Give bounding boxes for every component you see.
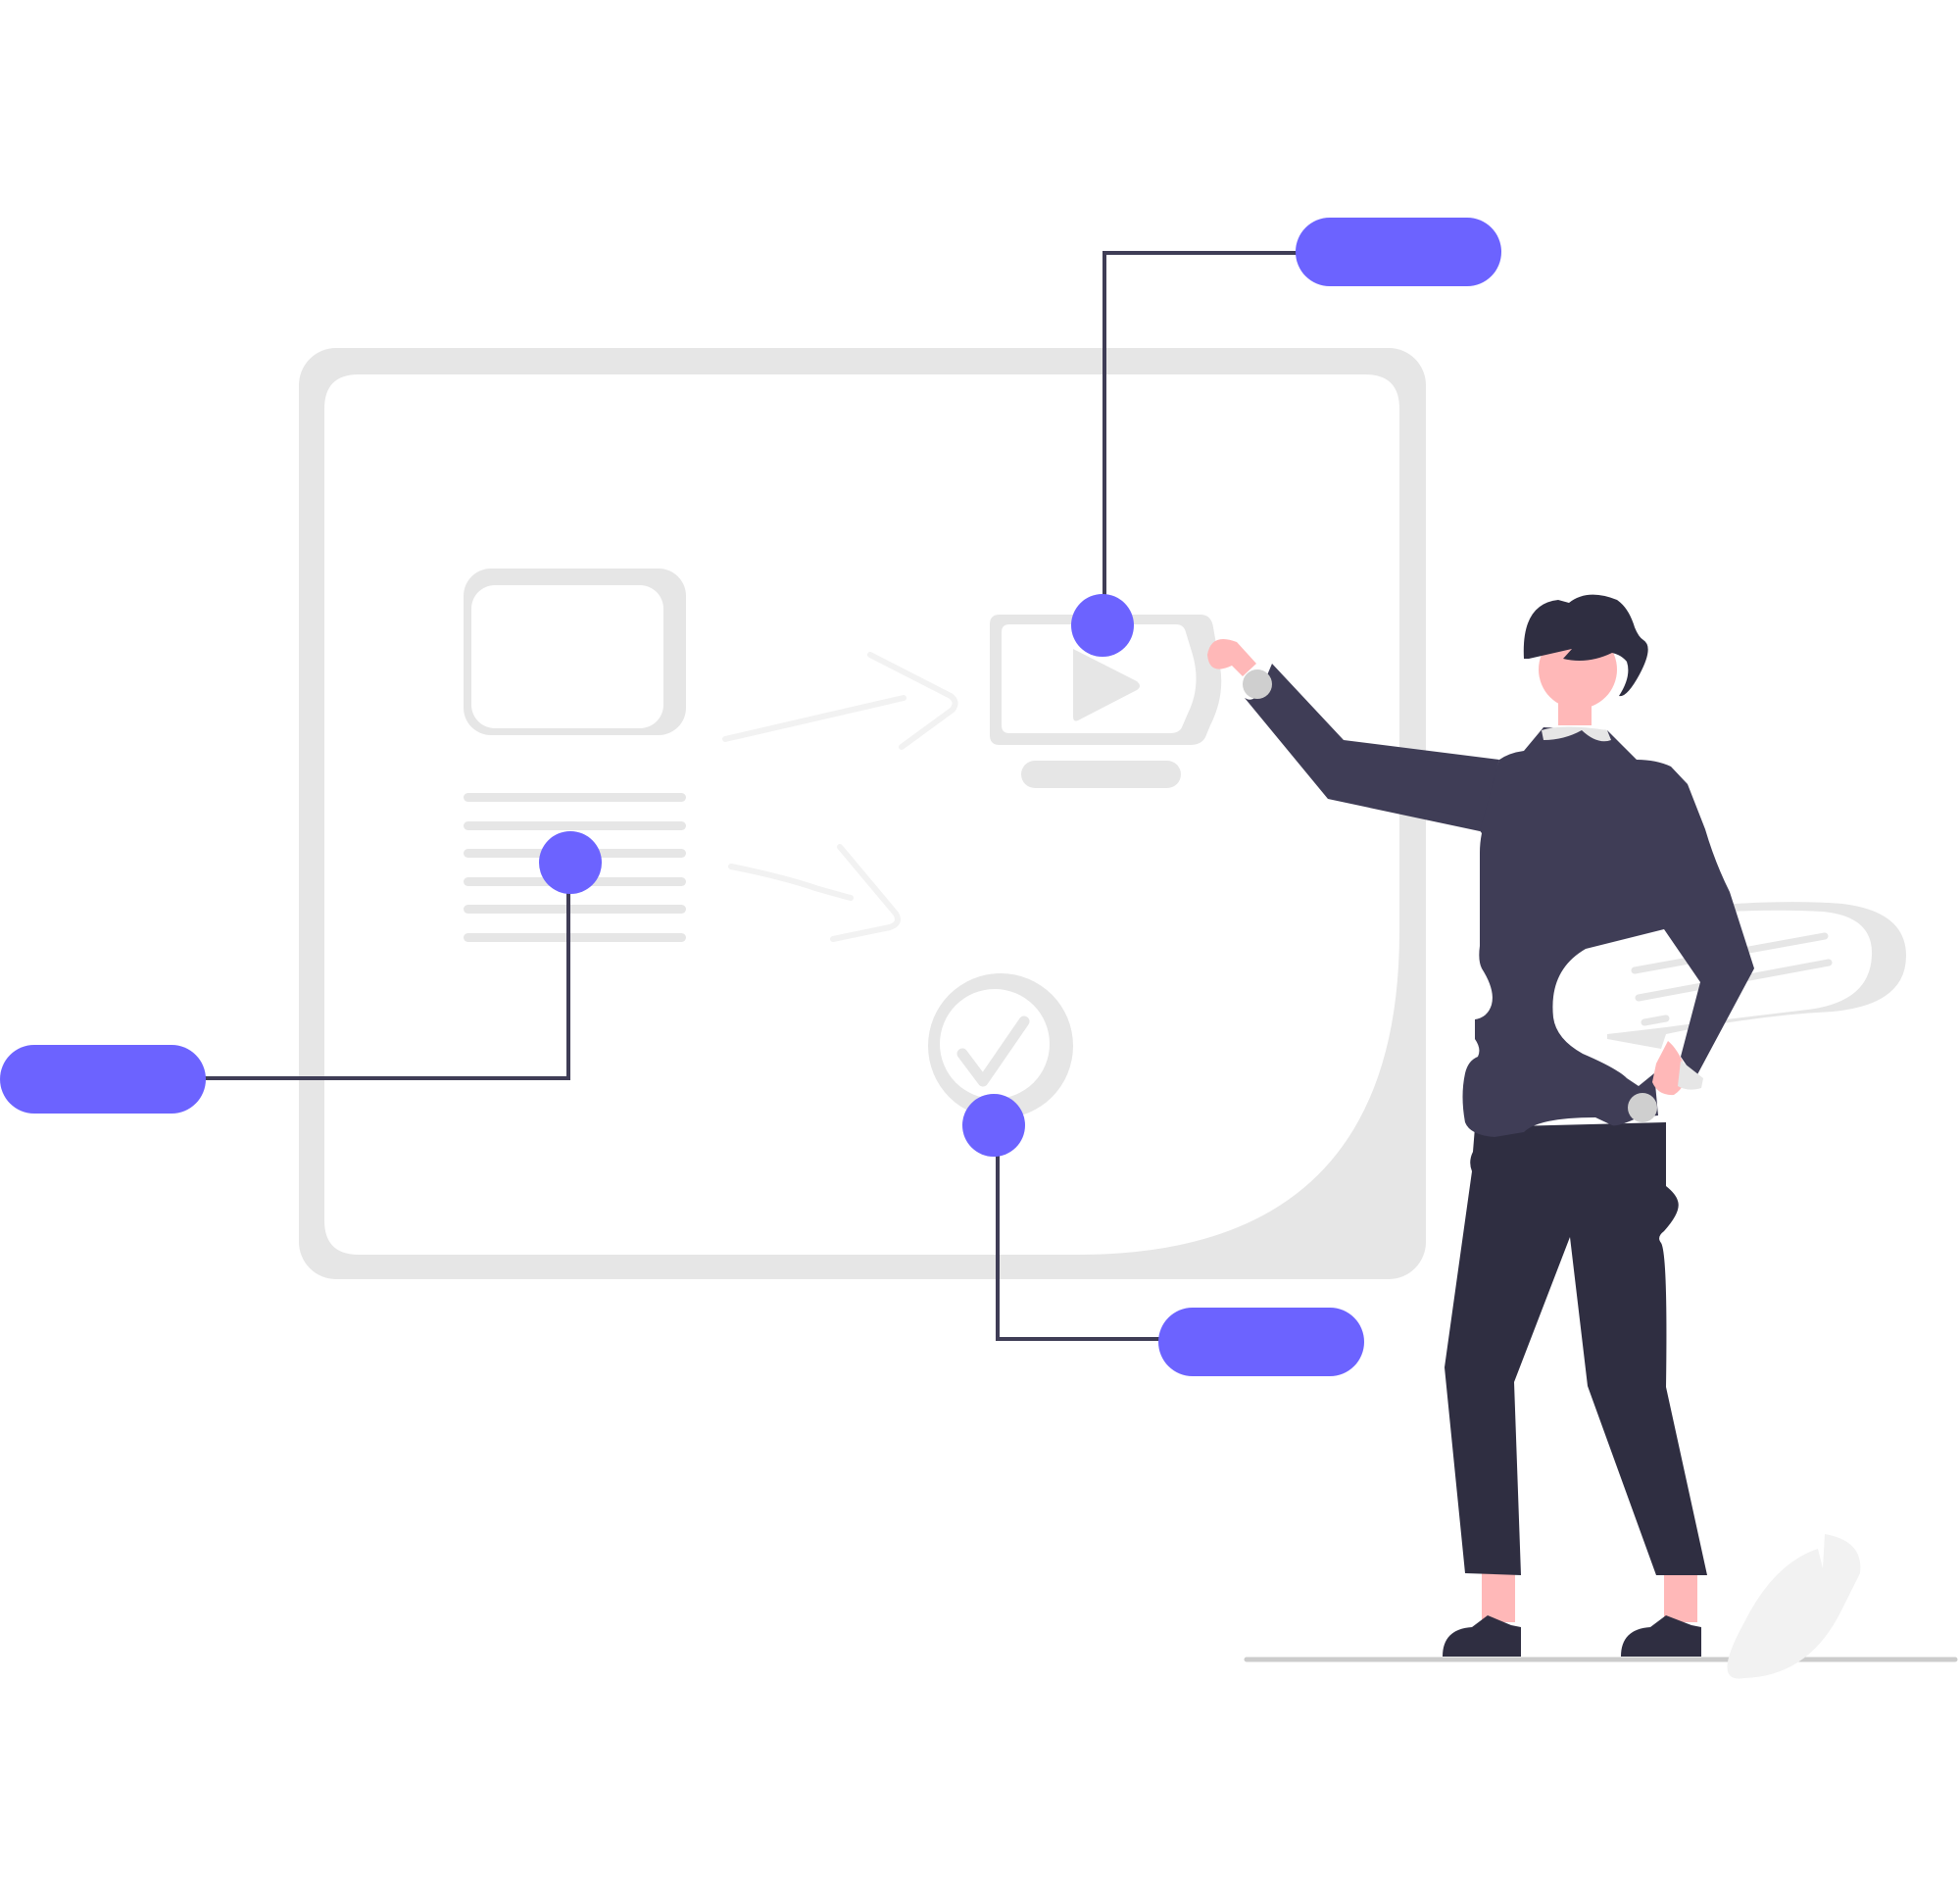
marker-dot-text	[539, 831, 602, 894]
marker-dot-video	[1071, 594, 1134, 657]
label-pill-top	[1296, 218, 1501, 286]
shirt	[1462, 727, 1754, 1137]
text-lines	[464, 793, 686, 942]
shoe-right	[1621, 1615, 1701, 1657]
connector-lines	[196, 251, 1298, 1341]
person-figure	[1207, 594, 1754, 1657]
marker-dot-check	[962, 1094, 1025, 1157]
video-caption-bar	[1021, 761, 1181, 788]
label-pill-left	[0, 1045, 206, 1114]
video-play-icon	[990, 615, 1222, 788]
shoe-left	[1443, 1615, 1521, 1657]
check-circle-icon	[928, 973, 1073, 1118]
browser-window-surface	[324, 374, 1399, 1255]
browser-window-icon	[299, 348, 1426, 1279]
label-pill-bottom	[1158, 1308, 1364, 1376]
arrow-icon-2	[728, 844, 901, 942]
pants	[1445, 1122, 1707, 1575]
leaf-icon	[1727, 1534, 1861, 1679]
accent-markers	[0, 218, 1501, 1376]
play-triangle	[1073, 649, 1140, 721]
hair	[1523, 594, 1648, 697]
image-placeholder-icon	[464, 569, 686, 735]
pointing-hand	[1207, 638, 1256, 676]
pointing-arm	[1245, 664, 1499, 831]
arrow-icon	[722, 652, 958, 750]
